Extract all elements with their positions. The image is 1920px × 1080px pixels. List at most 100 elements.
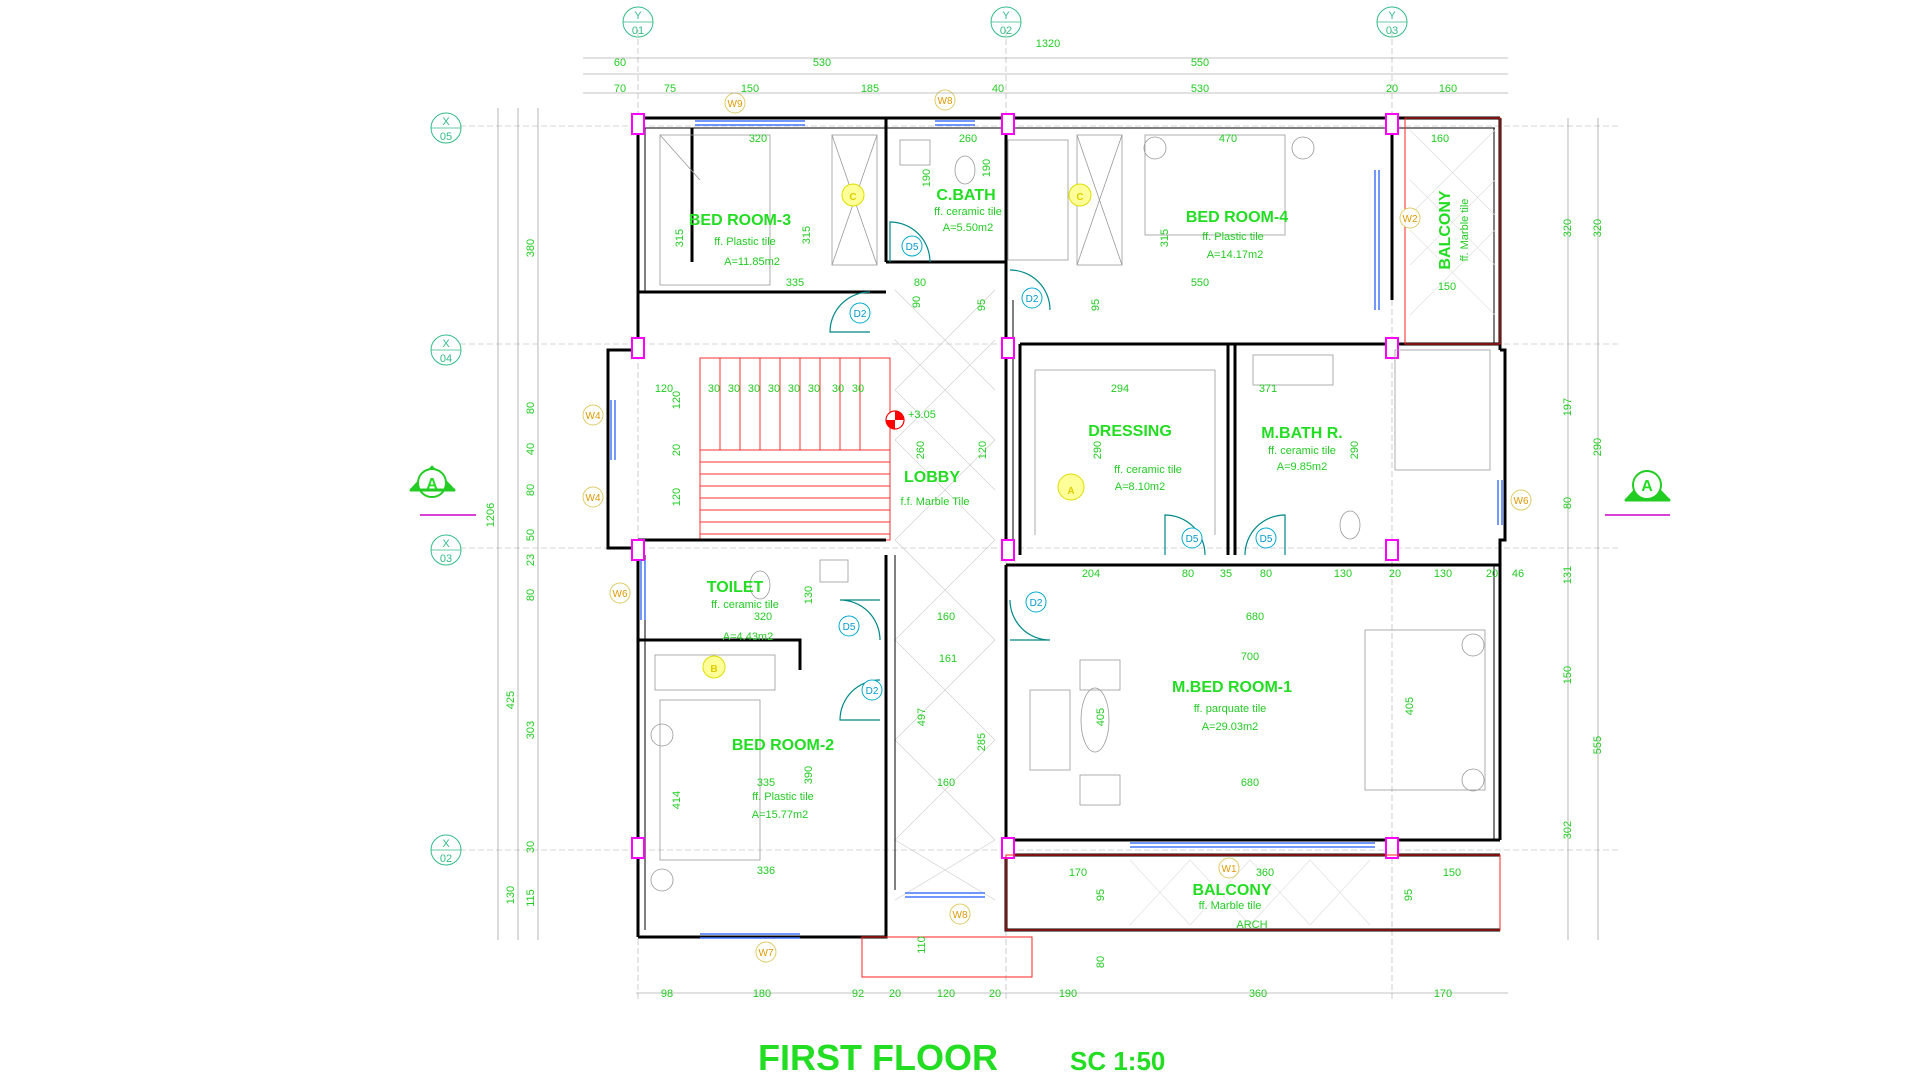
svg-text:1320: 1320 — [1036, 38, 1060, 50]
svg-text:60: 60 — [614, 57, 626, 69]
grid-bubble-x03: X 03 — [430, 534, 462, 566]
svg-text:120: 120 — [977, 441, 989, 459]
svg-text:303: 303 — [525, 721, 537, 739]
svg-text:320: 320 — [1562, 219, 1574, 237]
door-tag: D5 — [901, 235, 923, 257]
room-finish: ff. Marble tile — [1459, 199, 1471, 262]
svg-text:20: 20 — [1386, 83, 1398, 95]
window-tags: W9 W8 W2 W4 W4 W6 W6 W1 W8 W7 — [582, 89, 1532, 963]
grid-y01-letter: Y — [634, 10, 642, 22]
svg-text:260: 260 — [959, 133, 977, 145]
room-toilet: TOILET ff. ceramic tile A=4.43m2 — [707, 579, 779, 643]
room-finish: ff. ceramic tile — [711, 599, 779, 611]
walls — [606, 116, 1507, 939]
door-swings — [829, 221, 1286, 721]
door-tag: D2 — [849, 302, 871, 324]
svg-text:130: 130 — [803, 586, 815, 604]
room-finish: ff. Plastic tile — [714, 236, 776, 248]
svg-text:160: 160 — [937, 777, 955, 789]
room-finish: ff. ceramic tile — [934, 206, 1002, 218]
room-bed-room-3: BED ROOM-3 ff. Plastic tile A=11.85m2 — [689, 212, 791, 268]
balconies — [861, 117, 1501, 978]
svg-text:70: 70 — [614, 83, 626, 95]
room-area: A=11.85m2 — [724, 256, 780, 268]
svg-text:23: 23 — [525, 554, 537, 566]
title-main: FIRST FLOOR — [758, 1037, 998, 1078]
svg-text:185: 185 — [861, 83, 879, 95]
svg-text:190: 190 — [981, 159, 993, 177]
level-marker: +3.05 — [885, 409, 936, 430]
svg-text:20: 20 — [989, 988, 1001, 1000]
svg-text:D5: D5 — [843, 622, 856, 633]
dimensions-top: 60 530 1320 550 70 75 150 185 40 530 20 … — [614, 38, 1457, 95]
room-name: DRESSING — [1088, 423, 1172, 440]
svg-text:290: 290 — [1092, 441, 1104, 459]
grid-y03-letter: Y — [1388, 10, 1396, 22]
svg-text:320: 320 — [1592, 219, 1604, 237]
room-m-bed-room-1: M.BED ROOM-1 ff. parquate tile A=29.03m2 — [1172, 679, 1292, 733]
svg-text:30: 30 — [728, 383, 740, 395]
svg-text:D5: D5 — [906, 242, 919, 253]
svg-text:20: 20 — [1486, 568, 1498, 580]
svg-text:30: 30 — [852, 383, 864, 395]
window-tag: W9 — [724, 92, 746, 114]
svg-text:D2: D2 — [866, 686, 879, 697]
svg-text:98: 98 — [661, 988, 673, 1000]
svg-text:D2: D2 — [1030, 598, 1043, 609]
room-name: M.BED ROOM-1 — [1172, 679, 1292, 696]
room-finish: ff. Marble tile — [1199, 900, 1262, 912]
room-name: M.BATH R. — [1261, 425, 1342, 442]
room-name: BALCONY — [1192, 882, 1271, 899]
grid-bubble-y03: Y 03 — [1376, 6, 1408, 38]
svg-text:C: C — [849, 192, 856, 203]
svg-text:30: 30 — [788, 383, 800, 395]
svg-text:161: 161 — [939, 653, 957, 665]
svg-text:130: 130 — [1334, 568, 1352, 580]
svg-text:150: 150 — [741, 83, 759, 95]
svg-text:425: 425 — [505, 691, 517, 709]
svg-text:W8: W8 — [953, 910, 968, 921]
svg-text:336: 336 — [757, 865, 775, 877]
svg-text:190: 190 — [1059, 988, 1077, 1000]
svg-text:320: 320 — [749, 133, 767, 145]
svg-text:150: 150 — [1438, 281, 1456, 293]
grid-bubble-x05: X 05 — [430, 112, 462, 144]
room-area: A=15.77m2 — [752, 809, 809, 821]
cabinet-tag: C — [841, 183, 865, 207]
room-finish: ff. Plastic tile — [1202, 231, 1264, 243]
svg-text:W7: W7 — [759, 948, 774, 959]
svg-text:320: 320 — [754, 611, 772, 623]
svg-text:170: 170 — [1069, 867, 1087, 879]
svg-text:530: 530 — [813, 57, 831, 69]
svg-text:131: 131 — [1562, 566, 1574, 584]
svg-text:130: 130 — [1434, 568, 1452, 580]
svg-text:170: 170 — [1434, 988, 1452, 1000]
section-marker-left: A — [408, 465, 476, 516]
svg-text:160: 160 — [1431, 133, 1449, 145]
svg-text:75: 75 — [664, 83, 676, 95]
svg-text:40: 40 — [525, 443, 537, 455]
svg-text:530: 530 — [1191, 83, 1209, 95]
windows — [610, 120, 1503, 939]
svg-text:497: 497 — [916, 708, 928, 726]
grid-y01-number: 01 — [632, 25, 644, 37]
dimensions-bottom: 98 180 92 20 120 20 190 360 170 — [661, 988, 1452, 1000]
room-c-bath: C.BATH ff. ceramic tile A=5.50m2 — [934, 187, 1002, 234]
svg-text:285: 285 — [976, 733, 988, 751]
svg-text:550: 550 — [1191, 277, 1209, 289]
level-value: +3.05 — [908, 409, 936, 421]
fixtures — [650, 134, 1491, 892]
svg-text:35: 35 — [1220, 568, 1232, 580]
room-name: BED ROOM-4 — [1186, 209, 1288, 226]
svg-text:D5: D5 — [1186, 534, 1199, 545]
svg-text:W6: W6 — [613, 589, 628, 600]
svg-text:315: 315 — [1159, 229, 1171, 247]
svg-text:80: 80 — [525, 402, 537, 414]
svg-text:120: 120 — [655, 383, 673, 395]
grid-bubble-y02: Y 02 — [990, 6, 1022, 38]
grid-bubble-x02: X 02 — [430, 834, 462, 866]
window-tag: W7 — [755, 941, 777, 963]
room-bed-room-2: BED ROOM-2 ff. Plastic tile A=15.77m2 — [732, 737, 834, 821]
svg-text:260: 260 — [915, 441, 927, 459]
room-finish: ff. Plastic tile — [752, 791, 814, 803]
